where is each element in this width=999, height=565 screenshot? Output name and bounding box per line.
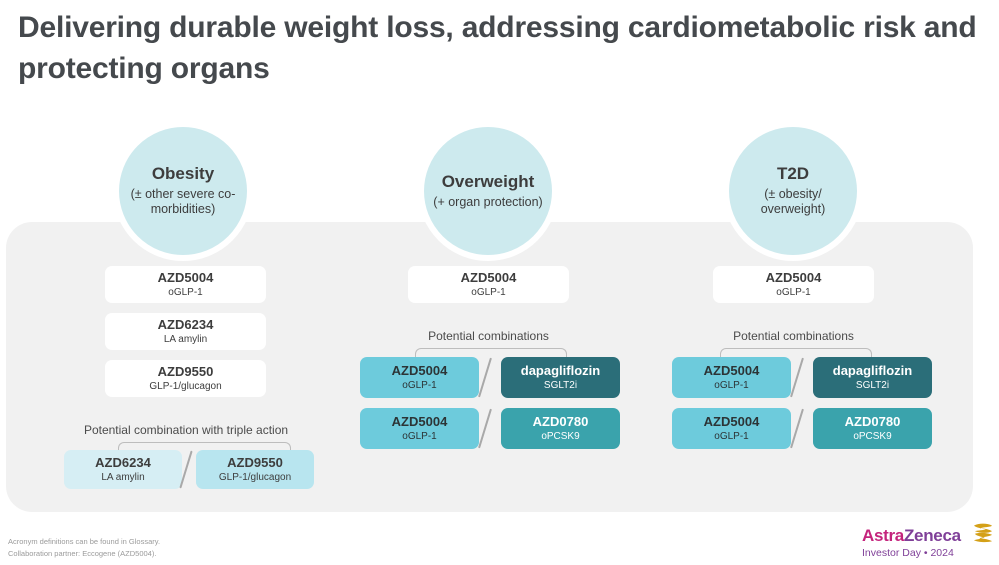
drug-mechanism: oPCSK9 bbox=[853, 431, 892, 443]
drug-mechanism: LA amylin bbox=[101, 472, 145, 484]
drug-name: AZD6234 bbox=[95, 454, 151, 470]
drug-card-azd9550-obesity[interactable]: AZD9550 GLP-1/glucagon bbox=[105, 360, 266, 397]
drug-mechanism: oPCSK9 bbox=[541, 431, 580, 443]
drug-name: AZD5004 bbox=[703, 413, 760, 429]
combo-card-azd5004-overweight-2[interactable]: AZD5004 oGLP-1 bbox=[360, 408, 479, 449]
drug-name: AZD5004 bbox=[703, 362, 760, 378]
drug-card-azd5004-obesity[interactable]: AZD5004 oGLP-1 bbox=[105, 266, 266, 303]
drug-card-azd6234-obesity[interactable]: AZD6234 LA amylin bbox=[105, 313, 266, 350]
combination-caption-t2d: Potential combinations bbox=[733, 329, 854, 343]
drug-name: AZD5004 bbox=[391, 362, 448, 378]
drug-mechanism: oGLP-1 bbox=[714, 380, 749, 392]
drug-name: AZD0780 bbox=[532, 413, 589, 429]
footnote-line-2: Collaboration partner: Eccogene (AZD5004… bbox=[8, 548, 157, 558]
drug-mechanism: GLP-1/glucagon bbox=[149, 381, 222, 393]
drug-name: dapagliflozin bbox=[832, 362, 913, 378]
logo-wordmark: AstraZeneca bbox=[862, 527, 994, 544]
combo-card-azd5004-t2d-2[interactable]: AZD5004 oGLP-1 bbox=[672, 408, 791, 449]
astrazeneca-swirl-icon bbox=[973, 523, 993, 543]
footnotes: Acronym definitions can be found in Glos… bbox=[8, 536, 160, 559]
drug-mechanism: oGLP-1 bbox=[714, 431, 749, 443]
drug-mechanism: SGLT2i bbox=[543, 380, 578, 392]
drug-mechanism: oGLP-1 bbox=[402, 380, 437, 392]
combo-card-azd0780-t2d[interactable]: AZD0780 oPCSK9 bbox=[813, 408, 932, 449]
combo-card-azd9550-obesity[interactable]: AZD9550 GLP-1/glucagon bbox=[196, 450, 314, 489]
drug-card-azd5004-t2d[interactable]: AZD5004 oGLP-1 bbox=[713, 266, 874, 303]
drug-name: AZD5004 bbox=[460, 269, 517, 285]
drug-name: AZD9550 bbox=[157, 363, 214, 379]
circle-subtitle: (+ organ protection) bbox=[433, 194, 543, 209]
drug-name: AZD5004 bbox=[391, 413, 448, 429]
drug-mechanism: oGLP-1 bbox=[168, 287, 203, 299]
circle-title: T2D bbox=[776, 164, 810, 184]
category-circle-obesity: Obesity (± other severe co-morbidities) bbox=[113, 121, 253, 261]
logo-word-astra: Astra bbox=[862, 526, 904, 545]
combo-card-azd5004-t2d-1[interactable]: AZD5004 oGLP-1 bbox=[672, 357, 791, 398]
drug-mechanism: oGLP-1 bbox=[402, 431, 437, 443]
combo-card-azd0780-overweight[interactable]: AZD0780 oPCSK9 bbox=[501, 408, 620, 449]
drug-name: AZD6234 bbox=[157, 316, 214, 332]
logo-word-zeneca: Zeneca bbox=[903, 526, 961, 545]
drug-mechanism: oGLP-1 bbox=[776, 287, 811, 299]
logo-event-label: Investor Day • 2024 bbox=[862, 547, 954, 559]
combination-caption-obesity: Potential combination with triple action bbox=[83, 423, 289, 437]
drug-name: dapagliflozin bbox=[520, 362, 601, 378]
drug-name: AZD5004 bbox=[157, 269, 214, 285]
combo-card-azd5004-overweight-1[interactable]: AZD5004 oGLP-1 bbox=[360, 357, 479, 398]
drug-card-azd5004-overweight[interactable]: AZD5004 oGLP-1 bbox=[408, 266, 569, 303]
circle-title: Obesity bbox=[151, 164, 215, 184]
circle-subtitle: (± obesity/ overweight) bbox=[760, 187, 826, 217]
drug-mechanism: SGLT2i bbox=[855, 380, 890, 392]
combination-caption-overweight: Potential combinations bbox=[428, 329, 549, 343]
drug-name: AZD9550 bbox=[227, 454, 283, 470]
combination-bracket-t2d bbox=[720, 348, 872, 358]
drug-mechanism: GLP-1/glucagon bbox=[218, 472, 292, 484]
drug-name: AZD5004 bbox=[765, 269, 822, 285]
circle-subtitle: (± other severe co-morbidities) bbox=[130, 187, 236, 217]
combo-card-dapagliflozin-t2d[interactable]: dapagliflozin SGLT2i bbox=[813, 357, 932, 398]
combination-bracket-obesity bbox=[118, 442, 291, 452]
category-circle-overweight: Overweight (+ organ protection) bbox=[418, 121, 558, 261]
drug-mechanism: oGLP-1 bbox=[471, 287, 506, 299]
combo-card-azd6234-obesity[interactable]: AZD6234 LA amylin bbox=[64, 450, 182, 489]
astrazeneca-logo: AstraZeneca Investor Day • 2024 bbox=[862, 523, 994, 561]
circle-title: Overweight bbox=[441, 172, 535, 191]
page-title: Delivering durable weight loss, addressi… bbox=[18, 11, 977, 85]
category-circle-t2d: T2D (± obesity/ overweight) bbox=[723, 121, 863, 261]
drug-name: AZD0780 bbox=[844, 413, 901, 429]
combo-card-dapagliflozin-overweight[interactable]: dapagliflozin SGLT2i bbox=[501, 357, 620, 398]
footnote-line-1: Acronym definitions can be found in Glos… bbox=[8, 537, 161, 546]
combination-bracket-overweight bbox=[415, 348, 567, 358]
drug-mechanism: LA amylin bbox=[163, 334, 208, 346]
